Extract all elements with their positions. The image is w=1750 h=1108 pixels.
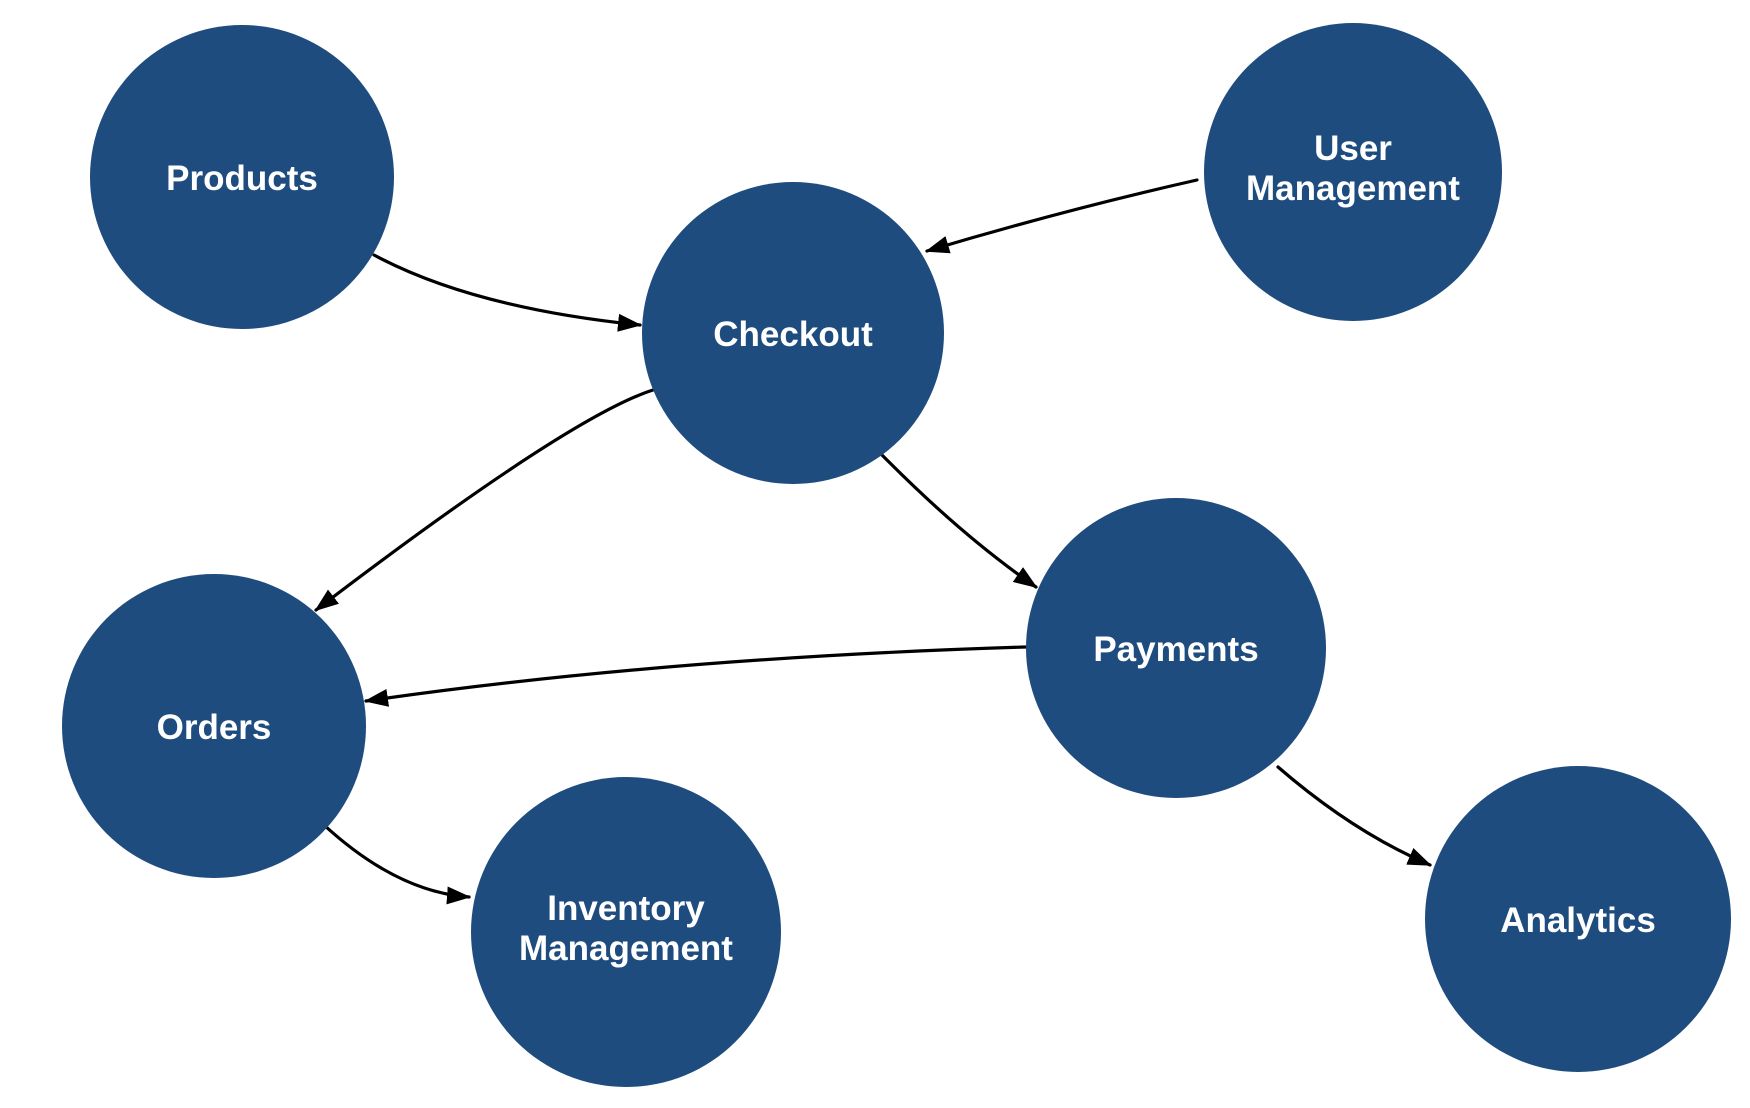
node-analytics: Analytics [1425, 766, 1731, 1072]
node-circle-orders [62, 574, 366, 878]
edge-payments-to-analytics [1276, 765, 1432, 867]
node-label-line: Products [166, 159, 318, 198]
node-products: Products [90, 25, 394, 329]
node-label-checkout: Checkout [713, 315, 873, 354]
node-circle-payments [1026, 498, 1326, 798]
node-label-line: Analytics [1500, 901, 1656, 940]
node-circle-inventory-management [471, 777, 781, 1087]
node-label-line: Payments [1093, 630, 1258, 669]
node-label-line: Orders [157, 708, 272, 747]
node-circle-checkout [642, 182, 944, 484]
edge-checkout-to-orders [314, 388, 655, 612]
node-label-analytics: Analytics [1500, 901, 1656, 940]
node-circle-user-management [1204, 23, 1502, 321]
edge-user-management-to-checkout [925, 178, 1199, 254]
node-label-orders: Orders [157, 708, 272, 747]
node-orders: Orders [62, 574, 366, 878]
edge-products-to-checkout [372, 253, 642, 332]
node-label-line: Checkout [713, 315, 873, 354]
edge-payments-to-orders [364, 645, 1028, 707]
node-label-payments: Payments [1093, 630, 1258, 669]
node-circle-products [90, 25, 394, 329]
node-payments: Payments [1026, 498, 1326, 798]
edge-layer [314, 178, 1432, 905]
node-label-products: Products [166, 159, 318, 198]
node-checkout: Checkout [642, 182, 944, 484]
node-label-line: Management [519, 929, 733, 968]
node-label-line: Management [1246, 169, 1460, 208]
edge-checkout-to-payments [880, 453, 1038, 589]
node-label-line: Inventory [547, 889, 705, 928]
edge-orders-to-inventory-management [322, 823, 471, 905]
node-circle-analytics [1425, 766, 1731, 1072]
node-label-line: User [1314, 129, 1392, 168]
